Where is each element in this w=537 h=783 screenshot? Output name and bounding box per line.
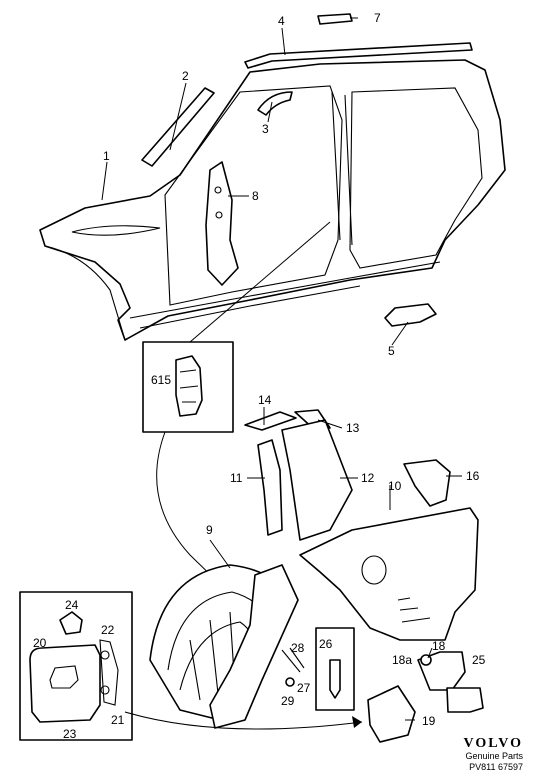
drawing-code: PV811 67597 [469, 762, 523, 772]
rear-corner-16 [403, 459, 451, 507]
callout-8: 8 [252, 189, 259, 203]
callout-12: 12 [361, 471, 375, 485]
a-pillar-reinforcement [205, 161, 239, 286]
callout-18a: 18a [392, 653, 412, 667]
sill-bracket [384, 303, 437, 327]
callout-11: 11 [230, 471, 243, 485]
callout-26: 26 [319, 637, 333, 651]
callout-25: 25 [472, 653, 486, 667]
inset-fuel-door [19, 591, 133, 741]
callout-2: 2 [182, 69, 189, 83]
roof-clip [317, 13, 353, 25]
callout-labels: 1 2 3 4 7 8 5 615 14 13 11 12 16 10 9 24… [33, 11, 486, 741]
body-side-panel [39, 59, 506, 341]
callout-14: 14 [258, 393, 272, 407]
callout-615: 615 [151, 373, 171, 387]
fuel-door-19 [367, 685, 416, 743]
inset-26 [315, 627, 355, 711]
inset-615 [142, 341, 234, 433]
callout-13: 13 [346, 421, 360, 435]
leader-lines [101, 17, 462, 721]
callout-22: 22 [101, 623, 115, 637]
callout-7: 7 [374, 11, 381, 25]
fasteners-27-29 [281, 647, 305, 687]
callout-19: 19 [422, 714, 436, 728]
callout-28: 28 [291, 641, 305, 655]
c-pillar-11 [257, 439, 283, 536]
volvo-logo: VOLVO [463, 736, 523, 751]
bracket-25 [417, 651, 484, 713]
callout-23: 23 [63, 727, 77, 741]
upper-trim-14 [244, 411, 297, 431]
callout-4: 4 [278, 14, 285, 28]
rear-quarter-panel [299, 507, 479, 641]
roof-rail-strip [244, 42, 473, 69]
branding-block: VOLVO Genuine Parts PV811 67597 [464, 737, 524, 773]
callout-16: 16 [466, 469, 480, 483]
callout-29: 29 [281, 694, 295, 708]
callout-5: 5 [388, 344, 395, 358]
callout-18: 18 [432, 639, 446, 653]
callout-10: 10 [388, 479, 402, 493]
callout-1: 1 [103, 149, 110, 163]
callout-3: 3 [262, 122, 269, 136]
inner-arch-liner [209, 564, 299, 729]
c-pillar-12 [281, 419, 353, 541]
callout-20: 20 [33, 636, 47, 650]
brand-subtitle: Genuine Parts [465, 751, 523, 761]
callout-24: 24 [65, 598, 79, 612]
callout-21: 21 [111, 713, 125, 727]
a-pillar-trim [141, 87, 215, 167]
callout-9: 9 [206, 523, 213, 537]
callout-27: 27 [297, 681, 311, 695]
